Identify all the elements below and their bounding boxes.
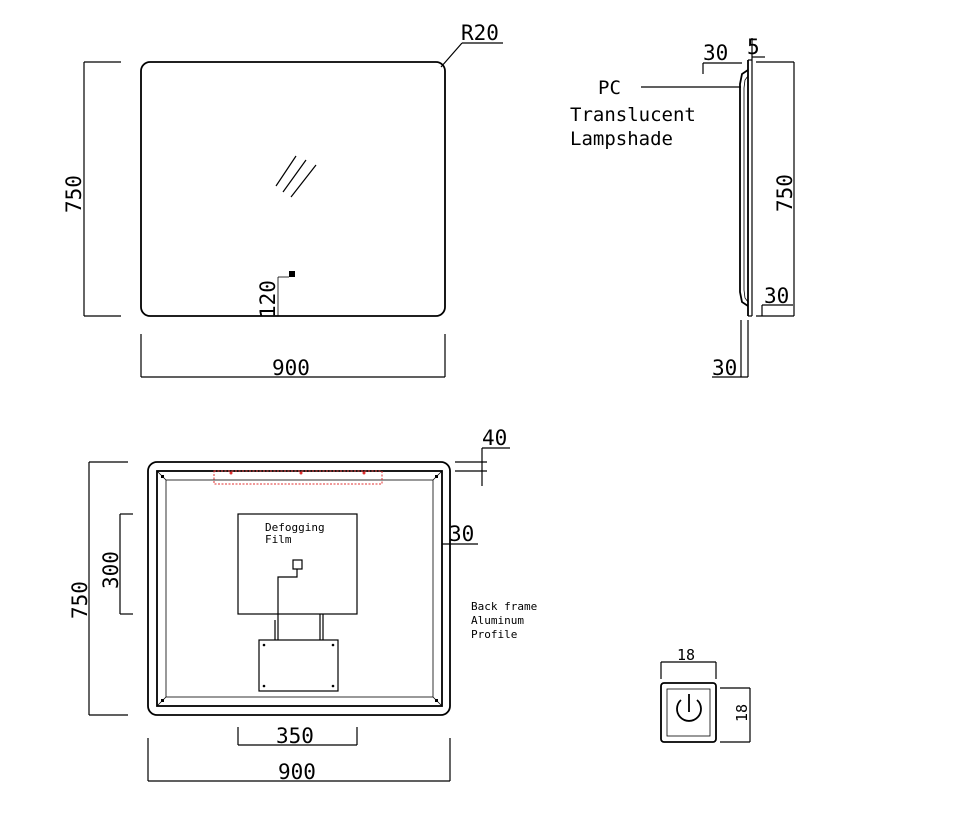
defog-label-line1: Defogging — [265, 521, 325, 534]
driver-box — [258, 639, 339, 692]
switch-width-dim: 18 — [677, 646, 695, 664]
defogging-film — [237, 513, 358, 615]
lampshade-label-lampshade: Lampshade — [570, 128, 673, 150]
side-height-dim: 750 — [773, 174, 797, 212]
glass-reflection-icon — [275, 155, 317, 198]
led-strip — [213, 470, 383, 485]
lampshade-profile — [739, 69, 749, 307]
side-top-depth-dim: 30 — [703, 41, 728, 65]
frame-offset-dim: 40 — [482, 426, 507, 450]
side-bottom-inner-dim: 30 — [764, 284, 789, 308]
back-outer-outline — [147, 461, 451, 716]
touch-sensor-icon — [289, 271, 295, 277]
back-width-dim: 900 — [278, 760, 316, 784]
back-height-dim: 750 — [68, 581, 92, 619]
switch-height-dim: 18 — [733, 704, 751, 722]
power-icon — [676, 694, 702, 722]
lampshade-label-pc: PC — [598, 77, 621, 99]
front-width-dim: 900 — [272, 356, 310, 380]
corner-radius-dim: R20 — [461, 21, 499, 45]
switch-body — [660, 682, 717, 743]
back-frame-outer — [156, 470, 443, 707]
side-thickness-dim: 5 — [747, 35, 760, 59]
back-frame-inner — [165, 479, 434, 698]
back-frame-label-line3: Profile — [471, 628, 517, 641]
lampshade-label-translucent: Translucent — [570, 104, 696, 126]
frame-width-dim: 30 — [449, 522, 474, 546]
mirror-outline — [140, 61, 446, 317]
back-frame-label-line1: Back frame — [471, 600, 537, 613]
defog-height-dim: 300 — [99, 551, 123, 589]
side-view: 5 30 PC Translucent Lampshade 750 30 30 — [570, 35, 797, 380]
back-frame-label-line2: Aluminum — [471, 614, 524, 627]
defog-width-dim: 350 — [276, 724, 314, 748]
front-height-dim: 750 — [62, 175, 86, 213]
front-view: 120 R20 750 900 — [62, 21, 503, 380]
switch-detail: 18 18 — [660, 646, 751, 743]
defog-label-line2: Film — [265, 533, 292, 546]
sensor-offset-dim: 120 — [256, 280, 280, 318]
side-bottom-outer-dim: 30 — [712, 356, 737, 380]
back-view: Defogging Film 40 30 Back frame Aluminum… — [68, 426, 537, 784]
